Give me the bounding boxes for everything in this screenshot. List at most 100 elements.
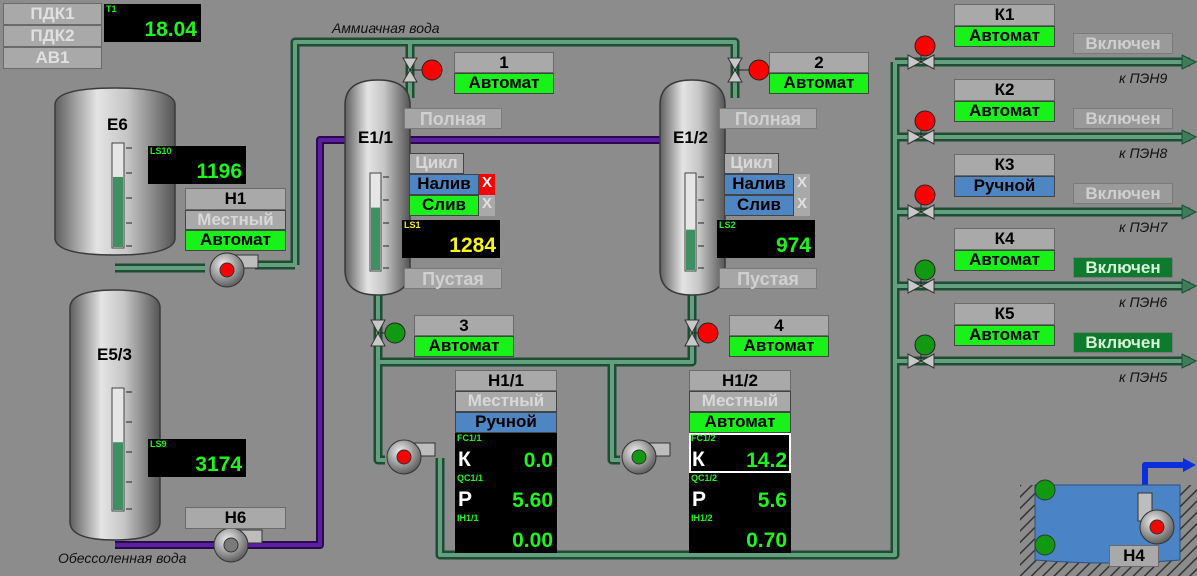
valve-k5-body: [907, 353, 935, 369]
e11-fill-button[interactable]: Налив: [409, 174, 479, 195]
pump-h12-i-tag: IH1/2: [691, 513, 713, 523]
pump-h4-body: [1137, 492, 1175, 545]
pen8-state: Включен: [1073, 108, 1173, 129]
valve-k4-mode[interactable]: Автомат: [954, 250, 1055, 271]
pump-h11-fc-tag: FC1/1: [457, 433, 482, 443]
valve-1-name: 1: [454, 52, 554, 73]
pen9-dest: к ПЭН9: [1119, 70, 1168, 86]
pump-h12-k-label: К: [692, 448, 705, 471]
pump-h6-name: Н6: [185, 507, 286, 529]
t1-tag: T1: [106, 4, 117, 14]
pump-h12-k-value: 14.2: [746, 449, 787, 472]
pump-h11-fc-display[interactable]: FC1/1 К 0.0: [455, 433, 557, 473]
basin-indicator-bottom: [1034, 534, 1056, 556]
pump-h4-indicator: [1149, 519, 1165, 535]
valve-k5-indicator: [914, 334, 936, 356]
valve-1-mode[interactable]: Автомат: [454, 73, 554, 94]
pdk2-button[interactable]: ПДК2: [3, 25, 102, 47]
e11-fill-close-icon[interactable]: X: [479, 174, 495, 195]
pump-h11-i-value: 0.00: [512, 529, 553, 552]
pen5-dest: к ПЭН5: [1119, 369, 1168, 385]
valve-3-indicator: [384, 322, 406, 344]
e11-empty-status: Пустая: [404, 268, 502, 289]
pump-h11-p-label: Р: [458, 488, 473, 511]
pump-h1-mode[interactable]: Автомат: [185, 230, 286, 251]
pump-h11-k-value: 0.0: [523, 449, 553, 472]
pump-h12-p-label: Р: [692, 488, 707, 511]
valve-4-indicator: [697, 322, 719, 344]
e11-full-status: Полная: [404, 108, 502, 129]
e11-drain-button[interactable]: Слив: [409, 195, 479, 216]
pump-h12-fc-display[interactable]: FC1/2 К 14.2: [689, 433, 791, 473]
pump-h12-qc-tag: QC1/2: [691, 473, 718, 483]
valve-k4-name: К4: [954, 228, 1055, 250]
valve-4-mode[interactable]: Автомат: [729, 336, 829, 357]
pump-h11-body: [386, 439, 436, 475]
valve-2-name: 2: [769, 52, 869, 73]
pump-h1-local[interactable]: Местный: [185, 210, 286, 230]
pump-h11-i-tag: IH1/1: [457, 513, 479, 523]
av1-button[interactable]: АВ1: [3, 47, 102, 69]
pen7-dest: к ПЭН7: [1119, 219, 1168, 235]
pump-h11-mode[interactable]: Ручной: [455, 412, 557, 433]
tank-e6: [54, 87, 176, 256]
pump-h11-k-label: К: [458, 448, 471, 471]
basin-indicator-top: [1034, 479, 1056, 501]
valve-k2-indicator: [914, 110, 936, 132]
valve-4-name: 4: [729, 315, 829, 336]
demin-water-label: Обессоленная вода: [58, 550, 187, 566]
pump-h12-mode[interactable]: Автомат: [689, 412, 791, 433]
valve-k1-mode[interactable]: Автомат: [954, 26, 1055, 47]
e12-drain-button[interactable]: Слив: [724, 195, 794, 216]
pump-h4-name: Н4: [1109, 545, 1159, 567]
valve-2-body: [727, 57, 743, 83]
pump-h12-local[interactable]: Местный: [689, 391, 791, 412]
valve-k4-indicator: [914, 259, 936, 281]
pump-h11-panel: Н1/1 Местный Ручной FC1/1 К 0.0 QC1/1 Р …: [455, 370, 557, 554]
pdk1-button[interactable]: ПДК1: [3, 3, 102, 25]
ls9-display: LS9 3174: [148, 439, 246, 477]
valve-k3-indicator: [914, 184, 936, 206]
e12-drain-close-icon[interactable]: X: [794, 195, 810, 216]
pump-h11-i-display: IH1/1 0.00: [455, 513, 557, 553]
pen9-state: Включен: [1073, 33, 1173, 54]
valve-k5-mode[interactable]: Автомат: [954, 325, 1055, 346]
tank-e6-name: Е6: [107, 115, 128, 134]
pump-h11-qc-display: QC1/1 Р 5.60: [455, 473, 557, 513]
ls1-value: 1284: [449, 234, 496, 257]
e12-fill-button[interactable]: Налив: [724, 174, 794, 195]
valve-k1-body: [907, 54, 935, 70]
tank-e53-level-bar: [113, 442, 123, 510]
pump-h12-p-value: 5.6: [757, 489, 787, 512]
tank-e11-level-bar: [371, 207, 380, 270]
e12-fill-close-icon[interactable]: X: [794, 174, 810, 195]
valve-k3-mode[interactable]: Ручной: [954, 176, 1055, 197]
e11-drain-close-icon[interactable]: X: [479, 195, 495, 216]
tank-e12-level-bar: [686, 229, 695, 270]
pen5-state: Включен: [1073, 332, 1173, 353]
valve-3-name: 3: [414, 315, 514, 336]
e12-cycle-button[interactable]: Цикл: [724, 153, 779, 174]
pump-h12-indicator: [631, 449, 647, 465]
valve-k2-mode[interactable]: Автомат: [954, 101, 1055, 122]
e12-full-status: Полная: [719, 108, 817, 129]
valve-k5-name: К5: [954, 303, 1055, 325]
ls10-tag: LS10: [150, 146, 172, 156]
e11-cycle-button[interactable]: Цикл: [409, 153, 464, 174]
pump-h11-qc-tag: QC1/1: [457, 473, 484, 483]
tank-e12-name: Е1/2: [673, 128, 708, 147]
pen6-dest: к ПЭН6: [1119, 294, 1168, 310]
ls2-value: 974: [775, 234, 811, 257]
pump-h11-indicator: [396, 449, 412, 465]
pump-h11-local[interactable]: Местный: [455, 391, 557, 412]
t1-value: 18.04: [144, 18, 197, 41]
ls9-tag: LS9: [150, 439, 167, 449]
pump-h12-qc-display: QC1/2 Р 5.6: [689, 473, 791, 513]
valve-2-mode[interactable]: Автомат: [769, 73, 869, 94]
pump-h12-i-display: IH1/2 0.70: [689, 513, 791, 553]
pump-h1-name: Н1: [185, 188, 286, 210]
pump-h12-name: Н1/2: [689, 370, 791, 391]
valve-k3-body: [907, 204, 935, 220]
valve-3-mode[interactable]: Автомат: [414, 336, 514, 357]
pump-h1-indicator: [219, 262, 235, 278]
